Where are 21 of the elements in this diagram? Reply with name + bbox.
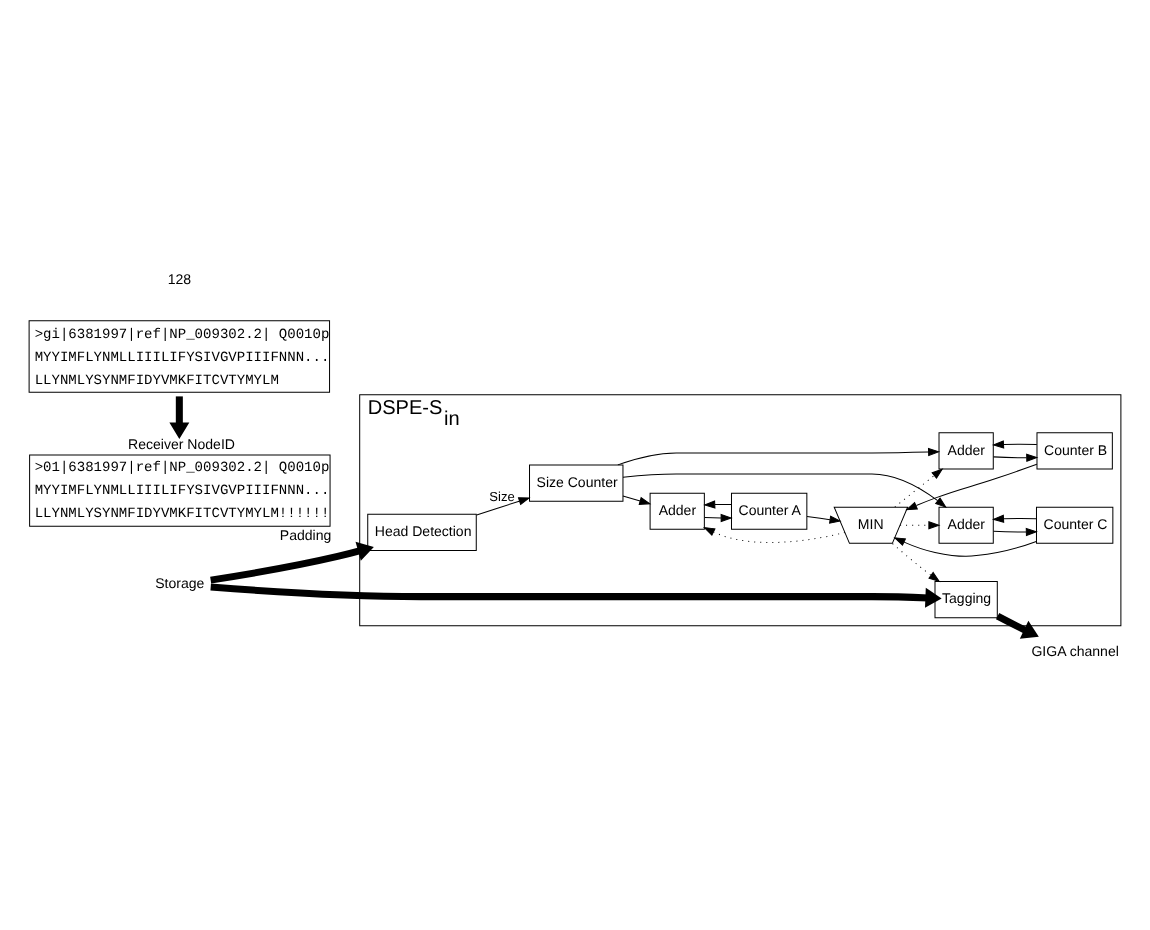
arrow — [704, 512, 732, 521]
arrow — [892, 542, 940, 581]
arrow — [210, 540, 374, 583]
arrow — [622, 472, 947, 507]
arrow — [476, 496, 530, 515]
arrow — [993, 513, 1037, 522]
arrow — [703, 526, 846, 543]
arrow — [806, 514, 841, 523]
arrow — [993, 452, 1038, 461]
arrow — [894, 467, 943, 507]
arrow — [617, 447, 940, 465]
arrow — [899, 520, 940, 529]
arrow — [995, 612, 1039, 638]
arrow — [622, 494, 651, 504]
arrow — [169, 395, 190, 438]
arrow — [993, 439, 1038, 448]
arrow — [894, 536, 1037, 556]
arrow — [993, 527, 1037, 536]
arrow — [704, 499, 732, 508]
arrow — [906, 462, 1038, 510]
arrow — [210, 582, 942, 607]
